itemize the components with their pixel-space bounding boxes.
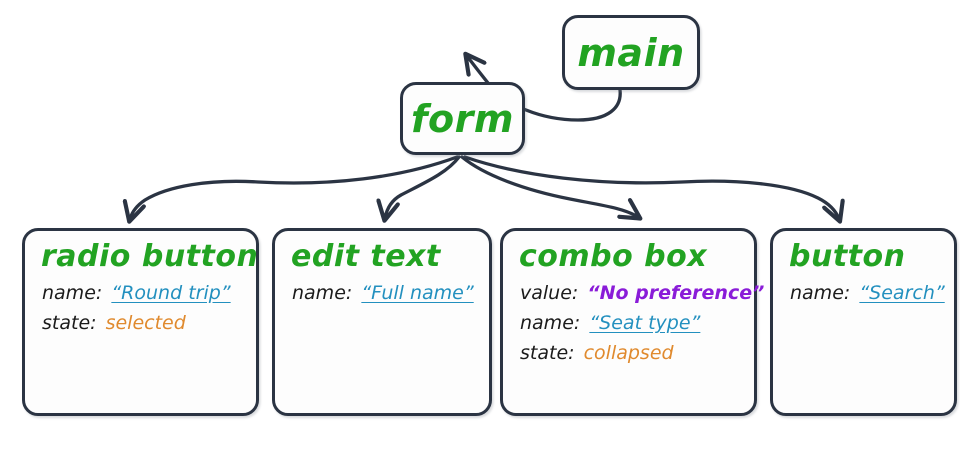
node-button-attributes: name: “Search” xyxy=(773,278,954,308)
edge-form-to-combo-box xyxy=(460,155,638,217)
attribute-value: “Full name” xyxy=(361,282,474,304)
attribute-key: state: xyxy=(520,342,575,364)
attribute-key: name: xyxy=(520,312,581,334)
attribute-value: “No preference” xyxy=(587,282,765,304)
attribute-key: state: xyxy=(42,312,97,334)
node-button[interactable]: button name: “Search” xyxy=(770,228,957,416)
attribute-value: selected xyxy=(105,312,186,334)
node-edit-text[interactable]: edit text name: “Full name” xyxy=(272,228,492,416)
node-radio-button-title: radio button xyxy=(41,239,259,274)
attribute-key: value: xyxy=(520,282,579,304)
node-combo-box-title: combo box xyxy=(519,239,708,274)
node-form[interactable]: form xyxy=(400,82,525,155)
attribute-row: name: “Seat type” xyxy=(520,308,754,338)
edge-form-to-radio-button xyxy=(130,155,459,219)
attribute-row: state: selected xyxy=(42,308,256,338)
node-combo-box-attributes: value: “No preference” name: “Seat type”… xyxy=(503,278,764,368)
node-radio-button[interactable]: radio button name: “Round trip” state: s… xyxy=(22,228,259,416)
attribute-row: state: collapsed xyxy=(520,338,754,368)
node-form-title: form xyxy=(411,96,514,141)
node-combo-box[interactable]: combo box value: “No preference” name: “… xyxy=(500,228,764,416)
attribute-value: collapsed xyxy=(583,342,674,364)
node-edit-text-attributes: name: “Full name” xyxy=(275,278,489,308)
attribute-row: name: “Round trip” xyxy=(42,278,256,308)
node-button-title: button xyxy=(789,239,906,274)
node-main-title: main xyxy=(577,30,685,75)
attribute-value: “Search” xyxy=(859,282,945,304)
edge-form-to-button xyxy=(463,155,839,219)
node-radio-button-attributes: name: “Round trip” state: selected xyxy=(25,278,256,338)
attribute-value: “Seat type” xyxy=(589,312,701,334)
node-main[interactable]: main xyxy=(562,15,700,90)
attribute-value: “Round trip” xyxy=(111,282,231,304)
edge-form-to-edit-text xyxy=(385,155,461,218)
attribute-key: name: xyxy=(42,282,103,304)
attribute-key: name: xyxy=(790,282,851,304)
attribute-row: name: “Search” xyxy=(790,278,954,308)
attribute-row: value: “No preference” xyxy=(520,278,764,308)
attribute-key: name: xyxy=(292,282,353,304)
attribute-row: name: “Full name” xyxy=(292,278,489,308)
node-edit-text-title: edit text xyxy=(291,239,441,274)
